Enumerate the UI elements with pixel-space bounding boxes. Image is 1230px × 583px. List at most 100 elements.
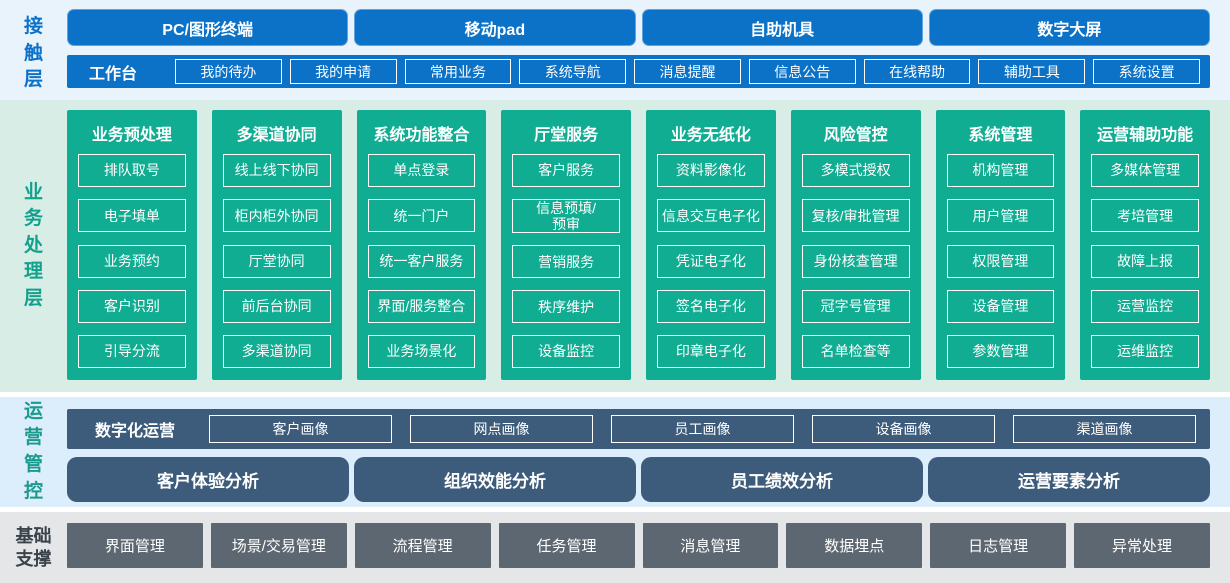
workbench-item-button[interactable]: 系统导航	[519, 59, 627, 84]
contact-layer-section: 接触层 PC/图形终端 移动pad 自助机具 数字大屏 工作台 我的待办 我的申…	[0, 0, 1230, 100]
business-item-button[interactable]: 信息交互电子化	[657, 199, 765, 233]
foundation-button[interactable]: 异常处理	[1074, 522, 1210, 568]
business-column: 运营辅助功能 多媒体管理 考培管理 故障上报 运营监控 运维监控	[1080, 110, 1210, 380]
contact-layer-content: PC/图形终端 移动pad 自助机具 数字大屏 工作台 我的待办 我的申请 常用…	[67, 0, 1230, 100]
workbench-label: 工作台	[89, 65, 138, 83]
business-column-items: 多媒体管理 考培管理 故障上报 运营监控 运维监控	[1091, 154, 1199, 368]
business-item-button[interactable]: 客户识别	[78, 289, 186, 323]
business-item-button[interactable]: 业务场景化	[367, 335, 476, 368]
foundation-layer-section: 基础支撑 界面管理 场景/交易管理 流程管理 任务管理 消息管理 数据埋点 日志…	[0, 512, 1230, 583]
business-item-button[interactable]: 统一客户服务	[367, 244, 476, 278]
portrait-button[interactable]: 网点画像	[410, 415, 593, 443]
business-item-button[interactable]: 多模式授权	[801, 154, 910, 187]
business-column-title: 厅堂服务	[534, 127, 599, 144]
business-item-button[interactable]: 柜内柜外协同	[222, 199, 331, 233]
digital-ops-label: 数字化运营	[95, 423, 176, 440]
business-item-button[interactable]: 身份核查管理	[801, 244, 910, 278]
business-item-button[interactable]: 设备监控	[512, 335, 620, 368]
business-item-button[interactable]: 复核/审批管理	[801, 199, 910, 233]
business-item-button[interactable]: 客户服务	[512, 154, 620, 187]
business-item-button[interactable]: 运维监控	[1091, 335, 1199, 368]
analysis-button[interactable]: 员工绩效分析	[641, 457, 923, 502]
business-column: 业务无纸化 资料影像化 信息交互电子化 凭证电子化 签名电子化 印章电子化	[646, 110, 776, 380]
business-item-button[interactable]: 营销服务	[512, 245, 620, 279]
workbench-item-button[interactable]: 我的待办	[175, 59, 282, 84]
workbench-item-button[interactable]: 信息公告	[748, 59, 856, 84]
business-item-button[interactable]: 印章电子化	[657, 335, 765, 368]
business-column-title: 运营辅助功能	[1097, 127, 1194, 144]
portrait-button[interactable]: 设备画像	[812, 415, 995, 443]
portrait-button[interactable]: 客户画像	[209, 415, 392, 443]
workbench-item-button[interactable]: 消息提醒	[634, 59, 741, 84]
business-item-button[interactable]: 名单检查等	[801, 335, 910, 368]
business-column-title: 系统管理	[968, 127, 1033, 144]
business-item-button[interactable]: 用户管理	[946, 199, 1055, 233]
channel-button[interactable]: 数字大屏	[928, 9, 1210, 46]
workbench-item-button[interactable]: 我的申请	[289, 59, 397, 84]
business-item-button[interactable]: 单点登录	[367, 154, 476, 187]
channel-button[interactable]: PC/图形终端	[67, 9, 349, 46]
business-column: 厅堂服务 客户服务 信息预填/ 预审 营销服务 秩序维护 设备监控	[501, 110, 631, 380]
portrait-button[interactable]: 员工画像	[611, 415, 794, 443]
business-item-button[interactable]: 签名电子化	[657, 289, 765, 323]
business-item-button[interactable]: 凭证电子化	[657, 244, 765, 278]
business-item-button[interactable]: 界面/服务整合	[367, 289, 476, 323]
foundation-button[interactable]: 场景/交易管理	[210, 522, 347, 568]
workbench-item-button[interactable]: 在线帮助	[863, 59, 971, 84]
business-item-button[interactable]: 厅堂协同	[222, 244, 331, 278]
business-item-button[interactable]: 电子填单	[78, 199, 186, 233]
business-column-items: 机构管理 用户管理 权限管理 设备管理 参数管理	[946, 154, 1055, 368]
business-item-button[interactable]: 引导分流	[78, 335, 186, 368]
analysis-row: 客户体验分析 组织效能分析 员工绩效分析 运营要素分析	[67, 457, 1210, 502]
business-item-button[interactable]: 多媒体管理	[1091, 154, 1199, 187]
foundation-button[interactable]: 任务管理	[498, 522, 635, 568]
analysis-button[interactable]: 客户体验分析	[67, 457, 349, 502]
business-column-title: 业务预处理	[91, 127, 172, 144]
operations-layer-rail: 运营管控	[0, 397, 67, 507]
foundation-button[interactable]: 界面管理	[67, 522, 203, 568]
business-item-button[interactable]: 排队取号	[78, 154, 186, 187]
foundation-button[interactable]: 流程管理	[354, 522, 491, 568]
portrait-buttons: 客户画像 网点画像 员工画像 设备画像 渠道画像	[191, 415, 1196, 443]
business-item-button[interactable]: 秩序维护	[512, 290, 620, 324]
business-item-button[interactable]: 设备管理	[946, 289, 1055, 323]
analysis-button[interactable]: 运营要素分析	[928, 457, 1210, 502]
business-item-button[interactable]: 参数管理	[946, 335, 1055, 368]
business-column-title: 风险管控	[823, 127, 888, 144]
business-item-button[interactable]: 权限管理	[946, 244, 1055, 278]
business-item-button[interactable]: 统一门户	[367, 199, 476, 233]
foundation-layer-label: 基础支撑	[15, 526, 52, 569]
business-column-title: 系统功能整合	[373, 127, 470, 144]
workbench-item-button[interactable]: 辅助工具	[978, 59, 1086, 84]
foundation-layer-rail: 基础支撑	[0, 512, 67, 583]
business-item-button[interactable]: 多渠道协同	[222, 335, 331, 368]
business-item-button[interactable]: 故障上报	[1091, 244, 1199, 278]
business-item-button[interactable]: 前后台协同	[222, 289, 331, 323]
business-item-button[interactable]: 业务预约	[78, 244, 186, 278]
workbench-item-button[interactable]: 系统设置	[1093, 59, 1201, 84]
foundation-button[interactable]: 消息管理	[642, 522, 779, 568]
business-item-button[interactable]: 资料影像化	[657, 154, 765, 187]
business-item-button[interactable]: 冠字号管理	[801, 289, 910, 323]
contact-layer-label: 接触层	[23, 16, 43, 91]
channel-button[interactable]: 移动pad	[354, 9, 636, 46]
foundation-button[interactable]: 日志管理	[930, 522, 1067, 568]
foundation-button[interactable]: 数据埋点	[786, 522, 923, 568]
business-column: 系统功能整合 单点登录 统一门户 统一客户服务 界面/服务整合 业务场景化	[356, 110, 487, 380]
workbench-bar: 工作台 我的待办 我的申请 常用业务 系统导航 消息提醒 信息公告 在线帮助	[67, 55, 1210, 88]
business-item-button[interactable]: 信息预填/ 预审	[512, 198, 620, 234]
business-item-button[interactable]: 考培管理	[1091, 199, 1199, 233]
channel-button[interactable]: 自助机具	[641, 9, 923, 46]
business-item-button[interactable]: 运营监控	[1091, 289, 1199, 323]
business-item-button[interactable]: 线上线下协同	[222, 154, 331, 187]
digital-ops-bar: 数字化运营 客户画像 网点画像 员工画像 设备画像 渠道画像	[67, 409, 1210, 449]
section-divider	[0, 392, 1230, 397]
portrait-button[interactable]: 渠道画像	[1013, 415, 1196, 443]
analysis-button[interactable]: 组织效能分析	[354, 457, 636, 502]
business-column-items: 多模式授权 复核/审批管理 身份核查管理 冠字号管理 名单检查等	[801, 154, 910, 368]
workbench-item-button[interactable]: 常用业务	[404, 59, 512, 84]
business-column: 多渠道协同 线上线下协同 柜内柜外协同 厅堂协同 前后台协同 多渠道协同	[211, 110, 342, 380]
business-column-items: 客户服务 信息预填/ 预审 营销服务 秩序维护 设备监控	[512, 154, 620, 368]
contact-layer-rail: 接触层	[0, 0, 67, 100]
business-item-button[interactable]: 机构管理	[946, 154, 1055, 187]
